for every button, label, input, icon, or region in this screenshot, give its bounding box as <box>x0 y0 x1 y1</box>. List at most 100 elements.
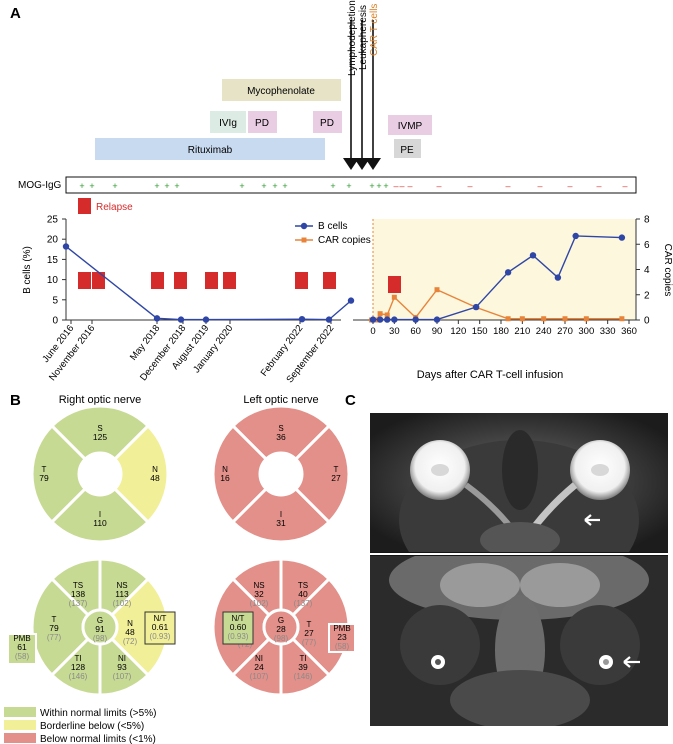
lb-nt-value: 0.60 <box>230 622 247 632</box>
bcells-point-post-8 <box>529 252 537 259</box>
bcells-point-pre-6 <box>347 297 355 304</box>
legend-below: Below normal limits (<1%) <box>40 734 156 744</box>
mog-positive-10: + <box>330 181 335 191</box>
treatment-pd-1 <box>248 111 277 133</box>
bcells-point-post-11 <box>618 234 626 241</box>
rb-pmb-box <box>7 633 37 665</box>
rb-n-value: 48 <box>125 627 135 637</box>
lb-ts-value: 40 <box>298 589 308 599</box>
rb-g-reference: (98) <box>93 634 108 643</box>
leukapheresis-arrow-icon <box>354 158 370 170</box>
lb-t-value: 27 <box>304 628 314 638</box>
lb-sector-g <box>262 608 300 646</box>
bcells-point-post-2 <box>384 316 391 323</box>
treatment-rituximab <box>95 138 325 160</box>
legend-bcells: B cells <box>318 221 347 232</box>
mog-positive-9: + <box>282 181 287 191</box>
rb-ns-value: 113 <box>115 589 129 599</box>
relapse-marker-2 <box>151 272 164 289</box>
legend-borderline: Borderline below (<5%) <box>40 721 144 732</box>
bcells-point-pre-2 <box>177 316 185 323</box>
rb-ni-reference: (107) <box>113 672 132 681</box>
lb-ns-name: NS <box>253 581 264 590</box>
rb-g-name: G <box>97 616 103 625</box>
mog-negative-7: – <box>567 181 572 191</box>
lt-sector-i <box>230 486 332 544</box>
legend-borderline-swatch <box>4 720 36 730</box>
relapse-marker-8 <box>388 276 401 293</box>
mog-positive-12: + <box>369 181 374 191</box>
treatment-rituximab-label: Rituximab <box>188 145 233 156</box>
car-copies-point-12 <box>583 316 589 322</box>
treatment-mycophenolate <box>222 79 341 101</box>
lb-ti-name: TI <box>299 654 306 663</box>
bcells-point-post-9 <box>554 274 562 281</box>
y2-tick-label-1: 2 <box>644 290 650 301</box>
panel-b-label: B <box>10 392 21 409</box>
legend-bcells-marker <box>300 222 308 230</box>
rb-ti-value: 128 <box>71 662 85 672</box>
x-tick-label-8: 240 <box>536 326 552 337</box>
mog-negative-5: – <box>505 181 510 191</box>
lt-s-name: S <box>278 424 283 433</box>
lb-ns-reference: (102) <box>250 599 269 608</box>
rb-ti-name: TI <box>74 654 81 663</box>
x-tick-label-12: 360 <box>621 326 637 337</box>
treatment-pd-2 <box>313 111 342 133</box>
legend-car: CAR copies <box>318 235 371 246</box>
rb-t-name: T <box>52 615 57 624</box>
bcells-point-pre-0 <box>62 243 70 250</box>
lb-ti-reference: (146) <box>294 672 313 681</box>
bcells-point-post-1 <box>376 316 384 323</box>
lb-pmb-name: PMB <box>333 624 350 633</box>
lb-t-name: T <box>307 620 312 629</box>
treatment-pe-label: PE <box>400 145 414 156</box>
rt-n-value: 48 <box>150 473 160 483</box>
relapse-marker-6 <box>295 272 308 289</box>
rt-sector-s <box>49 404 151 462</box>
mog-negative-4: – <box>467 181 472 191</box>
bcells-point-post-5 <box>433 316 441 323</box>
lb-g-reference: (98) <box>274 634 289 643</box>
mog-positive-6: + <box>239 181 244 191</box>
lt-i-value: 31 <box>276 518 286 528</box>
rb-t-reference: (77) <box>47 633 62 642</box>
rb-ti-reference: (146) <box>69 672 88 681</box>
mog-positive-8: + <box>272 181 277 191</box>
bcells-point-post-4 <box>412 316 419 323</box>
x-tick-label-1: 30 <box>389 326 400 337</box>
treatment-ivmp <box>388 115 432 135</box>
relapse-legend-swatch <box>78 198 91 214</box>
mri-axial-orbits <box>370 413 668 552</box>
car-copies-point-2 <box>377 311 383 317</box>
bcells-point-post-3 <box>391 316 398 323</box>
treatment-pe <box>394 139 421 158</box>
mog-positive-5: + <box>174 181 179 191</box>
x-tick-label-10: 300 <box>578 326 594 337</box>
event-arrows: Lymphodepletion Leukapheresis CAR T cell… <box>343 0 381 170</box>
lb-pmb-box <box>328 623 356 653</box>
lt-n-name: N <box>222 465 228 474</box>
lb-pmb-reference: (58) <box>335 642 350 651</box>
panel-a-label: A <box>10 5 21 22</box>
x-tick-label-11: 330 <box>600 326 616 337</box>
oct-diagrams: S125T79N48I110S36N16T27I31G91(98)G28(98)… <box>7 404 356 697</box>
mog-igg-label: MOG-IgG <box>18 180 62 191</box>
lb-nt-name: N/T <box>232 614 245 623</box>
car-copies-point-3 <box>384 312 390 318</box>
mog-negative-3: – <box>436 181 441 191</box>
x-tick-label-0: 0 <box>370 326 375 337</box>
mog-positive-7: + <box>261 181 266 191</box>
x-tick-label-9: 270 <box>557 326 573 337</box>
rb-nt-reference: (0.93) <box>150 632 171 641</box>
y-tick-label-1: 5 <box>52 295 58 306</box>
legend-below-swatch <box>4 733 36 743</box>
rb-nt-box <box>144 611 176 645</box>
treatment-ivmp-label: IVMP <box>398 121 423 132</box>
car-copies-point-10 <box>541 316 547 322</box>
y-tick-label-5: 25 <box>47 215 59 226</box>
mog-positive-3: + <box>154 181 159 191</box>
x-tick-label-3: 90 <box>432 326 443 337</box>
rb-ni-name: NI <box>118 654 126 663</box>
